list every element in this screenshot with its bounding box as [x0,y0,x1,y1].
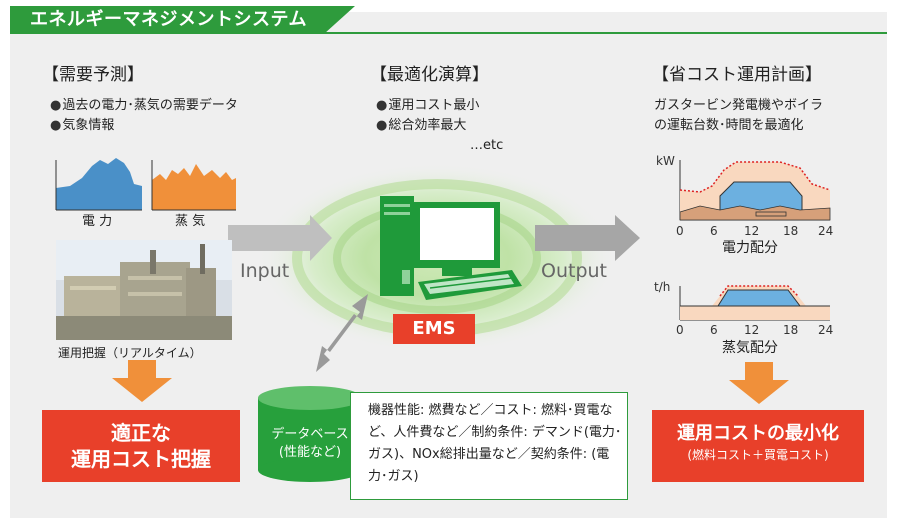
steam-tick-18: 18 [783,323,799,337]
optimize-item-1: 運用コスト最小 [376,96,479,116]
demand-item-2: 気象情報 [50,116,114,136]
database-label-2: (性能など) [278,445,342,460]
database-label: データベース (性能など) [258,426,362,462]
input-label: Input [240,260,290,282]
plan-desc-2: の運転台数･時間を最適化 [654,118,804,133]
info-box [350,392,628,500]
database-cylinder [258,386,362,482]
steam-tick-12: 12 [744,323,760,337]
input-arrow [228,215,332,261]
database-label-1: データベース [271,427,349,442]
power-tick-24: 24 [818,224,834,238]
optimize-item-2: 総合効率最大 [376,116,466,136]
info-text: 機器性能: 燃費など／コスト: 燃料･買電など、人件費など／制約条件: デマンド… [368,403,622,484]
output-label: Output [541,260,607,282]
computer-icon [380,196,522,300]
power-tick-18: 18 [783,224,799,238]
power-tick-6: 6 [710,224,718,238]
plant-photo [56,240,232,340]
title-underline [10,32,887,34]
optimize-heading: 【最適化演算】 [370,65,489,85]
demand-item-1: 過去の電力･蒸気の需要データ [50,96,238,116]
power-tick-12: 12 [744,224,760,238]
photo-caption: 運用把握（リアルタイム） [58,346,202,360]
steam-tick-24: 24 [818,323,834,337]
title-tab [10,6,355,34]
power-tick-0: 0 [676,224,684,238]
right-down-arrow [729,362,789,404]
demand-result-line-1: 適正な [111,421,171,445]
power-demand-chart [55,158,142,211]
database-arrow [316,294,368,372]
steam-demand-chart [151,160,236,211]
output-arrow [535,215,640,261]
demand-heading: 【需要予測】 [42,65,144,85]
power-allocation-chart [679,160,831,221]
demand-result-line-2: 運用コスト把握 [71,447,211,471]
plan-result-sub: (燃料コスト＋買電コスト) [687,448,829,462]
plan-result-main: 運用コストの最小化 [677,423,839,444]
power-chart-label: 電 力 [82,214,113,229]
optimize-etc: …etc [470,138,504,153]
power-allocation-label: 電力配分 [722,240,778,256]
page-title: エネルギーマネジメントシステム [30,9,307,30]
steam-tick-6: 6 [710,323,718,337]
steam-chart-label: 蒸 気 [175,214,206,229]
ems-label: EMS [393,314,475,344]
power-unit: kW [656,154,675,168]
left-down-arrow [112,360,172,402]
steam-allocation-chart [679,285,830,321]
steam-unit: t/h [654,280,671,294]
steam-tick-0: 0 [676,323,684,337]
demand-result-box: 適正な 運用コスト把握 [42,410,240,482]
plan-result-box: 運用コストの最小化 (燃料コスト＋買電コスト) [652,410,864,482]
steam-allocation-label: 蒸気配分 [722,340,778,356]
plan-desc-1: ガスタービン発電機やボイラ [654,98,824,113]
plan-heading: 【省コスト運用計画】 [652,65,822,85]
